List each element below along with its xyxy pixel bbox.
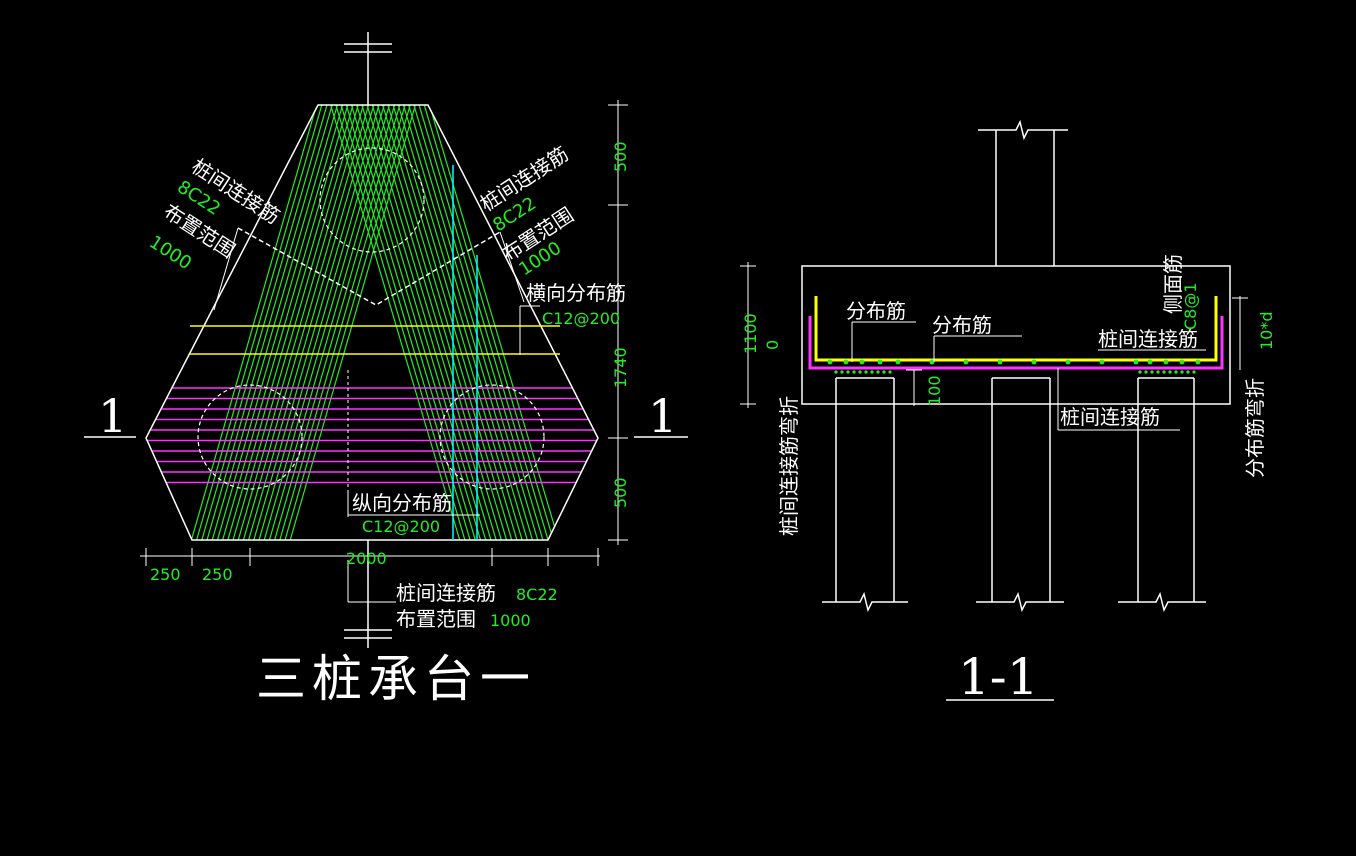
dim-width: 2000 [346, 549, 387, 568]
section-vert-label-left: 桩间连接筋弯折 [777, 396, 801, 536]
label-longitudinal-spec: C12@200 [362, 517, 440, 536]
section-mark-right: 1 [648, 389, 677, 443]
pile-link-rebar-bands [146, 105, 598, 540]
pile-circle-right [439, 384, 545, 490]
section-side-label: 侧面筋 [1161, 254, 1185, 314]
section-dim-10d: 10*d [1257, 311, 1276, 350]
section-dim-zero: 0 [763, 340, 782, 350]
section-link-label-top: 桩间连接筋 [1098, 327, 1198, 351]
section-link-label-bottom: 桩间连接筋 [1060, 405, 1160, 429]
section-dim-height: 1100 [741, 313, 760, 354]
section-view: 分布筋 分布筋 桩间连接筋 桩间连接筋 侧面筋 C8@1 1100 0 100 … [740, 119, 1276, 706]
pile-circle-top [319, 147, 425, 253]
label-bottom-1-spec: 8C22 [516, 585, 558, 604]
dim-left-a: 250 [150, 565, 181, 584]
label-transverse: 横向分布筋 [526, 281, 626, 305]
dim-top: 500 [611, 141, 630, 172]
section-dist-label-2: 分布筋 [932, 313, 992, 337]
dim-mid: 1740 [611, 347, 630, 388]
pile-circle-left [197, 384, 303, 490]
label-longitudinal: 纵向分布筋 [352, 491, 452, 515]
distribution-bar-section [814, 296, 1218, 362]
section-title: 1-1 [958, 648, 1039, 706]
svg-text:1000: 1000 [145, 232, 195, 275]
section-side-spec: C8@1 [1181, 282, 1200, 330]
plan-title: 三桩承台一 [256, 650, 536, 708]
rebar-dots [827, 359, 1201, 374]
section-dim-100: 100 [925, 375, 944, 406]
pile-cap-outline [145, 104, 599, 541]
label-transverse-spec: C12@200 [542, 309, 620, 328]
label-bottom-2: 布置范围 [396, 607, 476, 631]
pile-link-bar-section [808, 316, 1224, 370]
dim-bottom: 500 [611, 477, 630, 508]
label-bottom-2-spec: 1000 [490, 611, 531, 630]
section-mark-left: 1 [98, 389, 127, 443]
dim-left-b: 250 [202, 565, 233, 584]
section-piles [822, 377, 1206, 613]
plan-view: 1 1 500 1740 500 2000 250 250 桩间连接筋 8C22… [84, 32, 688, 708]
label-bottom-1: 桩间连接筋 [396, 581, 496, 605]
section-dist-label-1: 分布筋 [846, 299, 906, 323]
section-vert-label-right: 分布筋弯折 [1243, 378, 1267, 478]
section-cap-outline [801, 265, 1231, 405]
